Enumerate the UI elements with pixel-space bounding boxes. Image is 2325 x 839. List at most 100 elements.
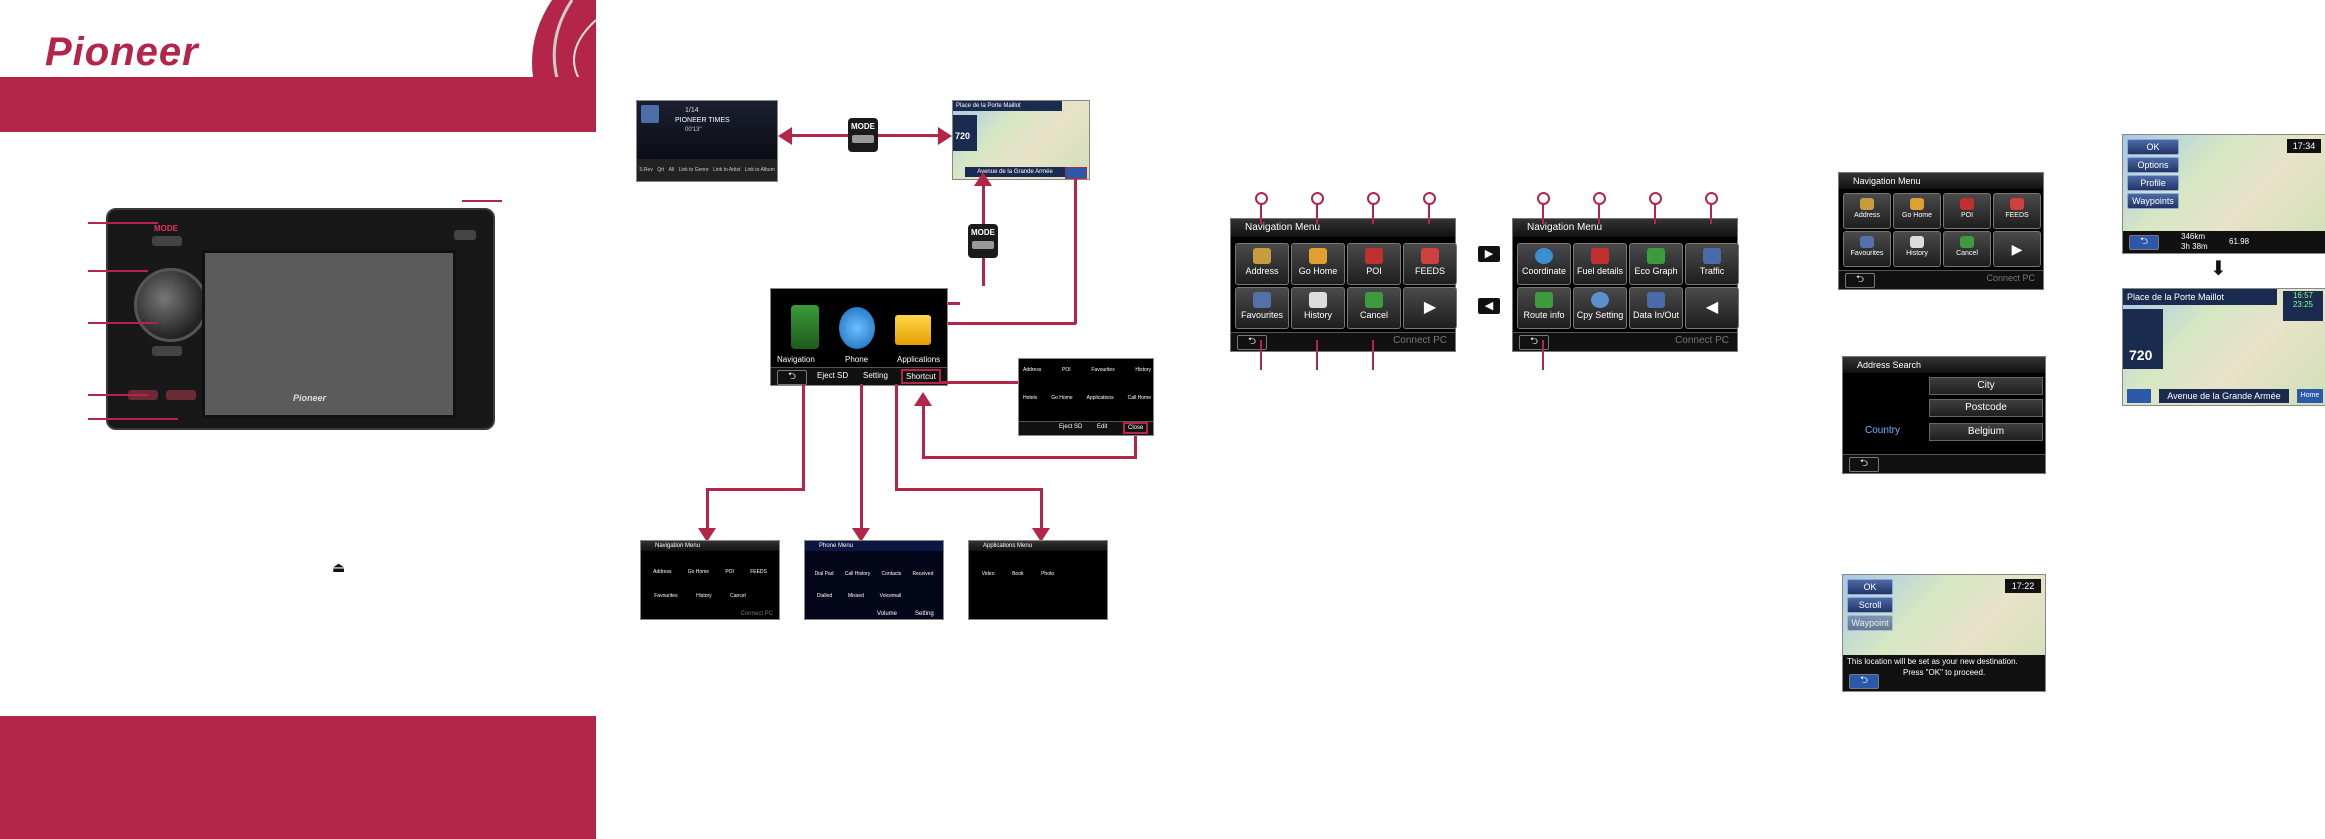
feeds-item[interactable]: FEEDS [750,569,767,575]
favourites-tile[interactable]: Favourites [1235,287,1289,329]
data-in-out-tile[interactable]: Data In/Out [1629,287,1683,329]
history-tile[interactable]: History [1893,231,1941,267]
feeds-tile[interactable]: FEEDS [1403,243,1457,285]
poi-item[interactable]: POI [725,569,734,575]
go-home-item[interactable]: Go Home [687,569,710,575]
cancel-item[interactable]: Cancel [730,593,746,599]
arrow-line [895,488,1043,491]
back-button[interactable]: ⮌ [1849,457,1879,472]
voicemail-item[interactable]: Voicemail [879,593,902,599]
link-genre-button[interactable]: Link to Genre [678,167,709,173]
photo-item[interactable]: Photo [1041,571,1055,577]
next-page-button[interactable]: ▶ [1403,287,1457,329]
poi-tile[interactable]: POI [1347,243,1401,285]
waypoint-button[interactable]: Waypoint [1847,615,1893,631]
traffic-tile[interactable]: Traffic [1685,243,1739,285]
shortcut-history[interactable]: History [1135,367,1151,373]
video-item[interactable]: Video [981,571,995,577]
eject-sd-button[interactable]: Eject SD [1059,424,1083,430]
history-item[interactable]: History [696,593,712,599]
profile-button[interactable]: Profile [2127,175,2179,191]
go-home-tile[interactable]: Go Home [1291,243,1345,285]
address-tile[interactable]: Address [1843,193,1891,229]
shortcut-address[interactable]: Address [1023,367,1042,373]
fuel-details-tile[interactable]: Fuel details [1573,243,1627,285]
shortcut-poi[interactable]: POI [1062,367,1071,373]
address-item[interactable]: Address [653,569,672,575]
volume-button[interactable]: Volume [877,611,898,617]
received-item[interactable]: Received [912,571,934,577]
arrow-head-right [938,127,952,145]
favourites-item[interactable]: Favourites [654,593,678,599]
cancel-tile[interactable]: Cancel [1347,287,1401,329]
band-button[interactable] [166,390,196,400]
back-button[interactable]: ⮌ [1237,335,1267,350]
favourites-tile[interactable]: Favourites [1843,231,1891,267]
coordinate-tile[interactable]: Coordinate [1517,243,1571,285]
multi-control-knob[interactable] [134,268,208,342]
ok-button[interactable]: OK [1847,579,1893,595]
country-field[interactable]: Belgium [1929,423,2043,441]
route-info-tile[interactable]: Route info [1517,287,1571,329]
postcode-field[interactable]: Postcode [1929,399,2043,417]
ok-button[interactable]: OK [2127,139,2179,155]
go-home-tile[interactable]: Go Home [1893,193,1941,229]
missed-item[interactable]: Missed [848,593,864,599]
scroll-button[interactable]: Scroll [1847,597,1893,613]
dialled-item[interactable]: Dialled [816,593,833,599]
back-button[interactable]: ⮌ [777,370,807,385]
cancel-tile[interactable]: Cancel [1943,231,1991,267]
link-album-button[interactable]: Link to Album [744,167,775,173]
edit-button[interactable]: Edit [1097,424,1108,430]
shortcut-button[interactable]: Shortcut [901,369,941,384]
options-button[interactable]: Options [2127,157,2179,173]
home-button[interactable] [152,346,182,356]
eco-graph-tile[interactable]: Eco Graph [1629,243,1683,285]
eject-sd-button[interactable]: Eject SD [817,371,849,380]
back-button[interactable]: ⮌ [1519,335,1549,350]
phone-icon[interactable] [839,307,875,349]
arrow-line [1134,436,1137,458]
srev-button[interactable]: S.Rev [639,167,653,173]
shortcut-favourites[interactable]: Favourites [1091,367,1115,373]
history-tile[interactable]: History [1291,287,1345,329]
feeds-tile[interactable]: FEEDS [1993,193,2041,229]
waypoints-button[interactable]: Waypoints [2127,193,2179,209]
address-tile[interactable]: Address [1235,243,1289,285]
shortcut-screen: Address POI Favourites History Hotels Go… [1018,358,1154,436]
track-count: 1/14 [685,107,699,114]
shortcut-hotels[interactable]: Hotels [1023,395,1038,401]
cpy-setting-tile[interactable]: Cpy Setting [1573,287,1627,329]
arrow-head-up [974,172,992,186]
all-button[interactable]: All [668,167,675,173]
nav-menu-1-title: Navigation Menu [1231,219,1455,237]
next-page-button[interactable]: ▶ [1993,231,2041,267]
mode-button[interactable] [152,236,182,246]
back-button[interactable]: ⮌ [1849,674,1879,689]
close-button[interactable]: Close [1123,422,1149,434]
back-button[interactable]: ⮌ [1845,273,1875,288]
callout-dot [1593,192,1606,205]
time-remaining: 3h 38m [2181,242,2208,251]
book-item[interactable]: Book [1012,571,1024,577]
dial-pad-item[interactable]: Dial Pad [814,571,834,577]
applications-icon[interactable] [895,315,931,345]
setting-button[interactable]: Setting [863,371,888,380]
arrow-line [706,488,805,491]
city-field[interactable]: City [1929,377,2043,395]
navigation-icon[interactable] [791,305,819,349]
link-artist-button[interactable]: Link to Artist [713,167,741,173]
qrt-button[interactable]: Qrt [657,167,665,173]
home-button[interactable]: Home [2297,389,2323,403]
shortcut-applications[interactable]: Applications [1086,395,1114,401]
prev-page-button[interactable]: ◀ [1685,287,1739,329]
poi-tile[interactable]: POI [1943,193,1991,229]
contacts-item[interactable]: Contacts [881,571,902,577]
setting-button[interactable]: Setting [915,611,934,617]
shortcut-call-home[interactable]: Call Home [1127,395,1151,401]
call-history-item[interactable]: Call History [844,571,871,577]
eject-button[interactable] [454,230,476,240]
back-button[interactable]: ⮌ [2129,235,2159,250]
shortcut-go-home[interactable]: Go Home [1051,395,1073,401]
menu-button[interactable] [2127,389,2151,403]
